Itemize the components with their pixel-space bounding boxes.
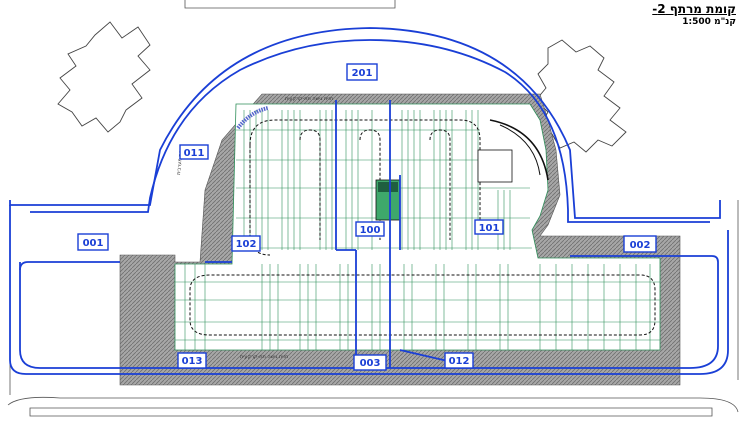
note-side: חזית מערבית (176, 147, 184, 175)
svg-text:101: 101 (479, 223, 500, 234)
svg-text:011: 011 (184, 148, 205, 159)
zone-tag-201: 201 (346, 63, 378, 81)
note-top: חזית גישה תת-קרקעית (285, 96, 333, 102)
parking-area (174, 103, 661, 351)
zone-tag-101: 101 (474, 219, 504, 235)
svg-text:102: 102 (236, 239, 257, 250)
svg-text:002: 002 (630, 240, 651, 251)
zone-tag-002: 002 (623, 235, 657, 253)
drawing-scale: קנ"מ 1:500 (682, 17, 736, 27)
zone-tag-011: 011 (179, 144, 209, 160)
zone-tag-012: 012 (444, 352, 474, 369)
svg-text:013: 013 (182, 356, 203, 367)
svg-text:201: 201 (352, 68, 373, 79)
zone-tag-100: 100 (355, 221, 385, 237)
svg-text:012: 012 (449, 356, 470, 367)
zone-tag-102: 102 (231, 235, 261, 252)
note-bottom: חזית גישה תת-קרקעית (240, 354, 288, 360)
svg-text:100: 100 (360, 225, 381, 236)
svg-text:003: 003 (360, 358, 381, 369)
zone-tag-013: 013 (177, 352, 207, 369)
perimeter-lines (7, 0, 739, 417)
building-outline-left (57, 21, 151, 133)
drawing-title: קומת מרתף 2- (652, 2, 736, 16)
svg-text:001: 001 (83, 238, 104, 249)
drawing-title-block: קומת מרתף 2- קנ"מ 1:500 (652, 2, 736, 28)
zone-tag-003: 003 (353, 354, 387, 371)
zone-tag-001: 001 (77, 233, 109, 251)
